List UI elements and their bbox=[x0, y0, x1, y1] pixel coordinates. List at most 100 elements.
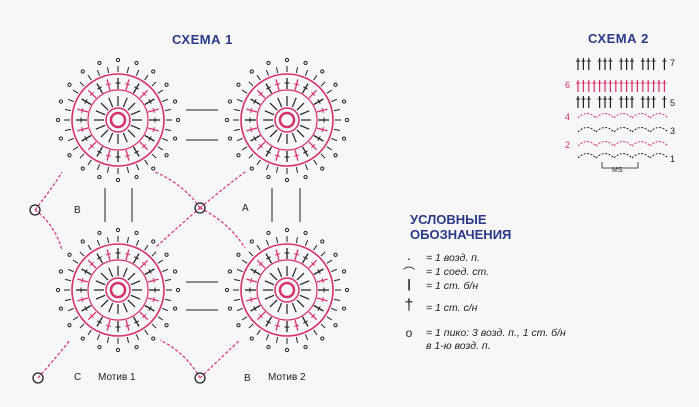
motif-3-picot bbox=[80, 239, 85, 244]
motif-4-picot bbox=[284, 227, 290, 233]
motif-2-dc-stitch bbox=[256, 89, 266, 99]
motif-2-picot bbox=[320, 166, 325, 171]
motif-4-outer-stitch bbox=[333, 298, 341, 302]
motif-1-dc-bar bbox=[142, 144, 147, 149]
motif-2-dc-bar bbox=[294, 154, 300, 157]
motif-4-dc-bar bbox=[294, 253, 300, 256]
motif-3-outer-stitch bbox=[144, 244, 149, 251]
motif-2-inner-stitch bbox=[299, 110, 310, 116]
motif-1-picot bbox=[115, 57, 121, 63]
motif-3-dc-stitch bbox=[87, 311, 97, 321]
motif-2-picot bbox=[227, 136, 233, 141]
motif-4-outer-stitch bbox=[320, 323, 326, 329]
motif-3-dc-stitch bbox=[87, 259, 97, 269]
motif-4-outer-stitch bbox=[320, 251, 326, 257]
motif-1-outer-stitch bbox=[162, 98, 169, 103]
schema2-arc bbox=[631, 127, 651, 133]
motif-3-dc-bar bbox=[89, 261, 94, 266]
motif-1-picot bbox=[134, 174, 139, 180]
motif-1-picot bbox=[175, 117, 181, 123]
motif-4-dc-bar bbox=[250, 277, 253, 283]
motif-2-outer-stitch bbox=[256, 74, 261, 81]
motif-3-outer-stitch bbox=[126, 236, 130, 244]
motif-2-outer-stitch bbox=[241, 146, 248, 151]
motif-4-picot bbox=[266, 230, 271, 236]
motif-2-dc-bar bbox=[253, 99, 257, 104]
motif-4-center-ring bbox=[278, 281, 296, 299]
motif-3-picot bbox=[58, 269, 64, 274]
motif-3-dc-bar bbox=[152, 297, 155, 303]
motif-3-dc-bar bbox=[89, 314, 94, 319]
motif-2-outer-stitch bbox=[265, 164, 270, 171]
motif-2-inner-stitch bbox=[269, 102, 278, 111]
motif-3-inner-stitch bbox=[108, 267, 114, 278]
motif-4-dc-bar bbox=[258, 261, 263, 266]
motif-3-picot bbox=[164, 252, 169, 257]
row-number-2: 2 bbox=[565, 140, 571, 150]
motif-1-outer-stitch bbox=[151, 81, 157, 87]
motif-4-dc-bar bbox=[311, 261, 316, 266]
filler-chain bbox=[37, 339, 71, 379]
motif-4-picot bbox=[333, 323, 338, 328]
schema2-arc bbox=[613, 127, 633, 133]
motif-4-inner-stitch bbox=[264, 294, 275, 300]
motif-3-inner-stitch bbox=[95, 294, 106, 300]
motif-4-dc-bar bbox=[258, 314, 263, 319]
motif-4-dc-stitch bbox=[256, 311, 266, 321]
motif-2-dc-bar bbox=[266, 86, 271, 90]
filler-chain bbox=[199, 207, 246, 249]
motif-2-dc-bar bbox=[303, 150, 308, 154]
motif-4-dc-bar bbox=[321, 297, 324, 303]
motif-1-dc-stitch bbox=[87, 141, 97, 151]
motif-2-inner-stitch bbox=[264, 124, 275, 130]
motif-3-inner-stitch bbox=[100, 299, 109, 308]
motif-4-dc-stitch bbox=[308, 311, 318, 321]
motif-3-outer-stitch bbox=[162, 307, 169, 312]
motif-3-dc-bar bbox=[97, 256, 102, 260]
motif-4-outer-stitch bbox=[248, 251, 254, 257]
schema2-arc bbox=[649, 153, 669, 159]
motif-4-ring-2 bbox=[256, 259, 318, 321]
motif-2-center-ring bbox=[278, 111, 296, 129]
motif-2-dc-bar bbox=[266, 150, 271, 154]
ms-label: MS bbox=[612, 167, 623, 174]
motif-1-picot bbox=[80, 166, 85, 171]
motif-1-inner-stitch bbox=[130, 110, 141, 116]
motif-3-picot bbox=[172, 269, 178, 274]
motif-1-outer-stitch bbox=[96, 69, 101, 76]
motif-4-picot bbox=[344, 287, 350, 293]
motif-3-inner-stitch bbox=[130, 280, 141, 286]
motif-1-dc-bar bbox=[81, 107, 84, 113]
motif-3-inner-stitch bbox=[127, 299, 136, 308]
motif-4-outer-stitch bbox=[241, 316, 248, 321]
motif-4-outer-stitch bbox=[333, 278, 341, 282]
motif-2-dc-bar bbox=[321, 107, 324, 113]
motif-2-dc-stitch bbox=[256, 141, 266, 151]
motif-3-inner-stitch bbox=[122, 302, 128, 313]
motif-3-outer-stitch bbox=[157, 316, 164, 321]
legend-title-line2: ОБОЗНАЧЕНИЯ bbox=[410, 227, 512, 242]
motif-3-dc-bar bbox=[148, 306, 152, 311]
motif-4-outer-stitch bbox=[265, 334, 270, 341]
motif-4-outer-stitch bbox=[275, 336, 279, 344]
motif-2-outer-stitch bbox=[241, 89, 248, 94]
motif-1-center-ring bbox=[109, 111, 127, 129]
motif-1-outer-stitch bbox=[126, 66, 130, 74]
motif-2-outer-stitch bbox=[233, 128, 241, 132]
motif-2-outer-stitch bbox=[331, 137, 338, 142]
double-crochet-icon: † bbox=[404, 297, 414, 314]
motif-3-inner-stitch bbox=[130, 294, 141, 300]
motif-1-outer-stitch bbox=[151, 153, 157, 159]
motif-1-dc-bar bbox=[134, 150, 139, 154]
motif-4-dc-stitch bbox=[246, 297, 258, 302]
motif-3-outer-stitch bbox=[162, 268, 169, 273]
motif-1-outer-stitch bbox=[164, 128, 172, 132]
motif-3-dc-bar bbox=[84, 269, 88, 274]
motif-1-dc-bar bbox=[125, 83, 131, 86]
motif-1-dc-stitch bbox=[106, 149, 111, 161]
motif-4-picot bbox=[227, 306, 233, 311]
motif-1-outer-stitch bbox=[157, 89, 164, 94]
motif-4-outer-stitch bbox=[265, 239, 270, 246]
motif-4-picot bbox=[320, 239, 325, 244]
motif-4-inner-stitch bbox=[277, 267, 283, 278]
